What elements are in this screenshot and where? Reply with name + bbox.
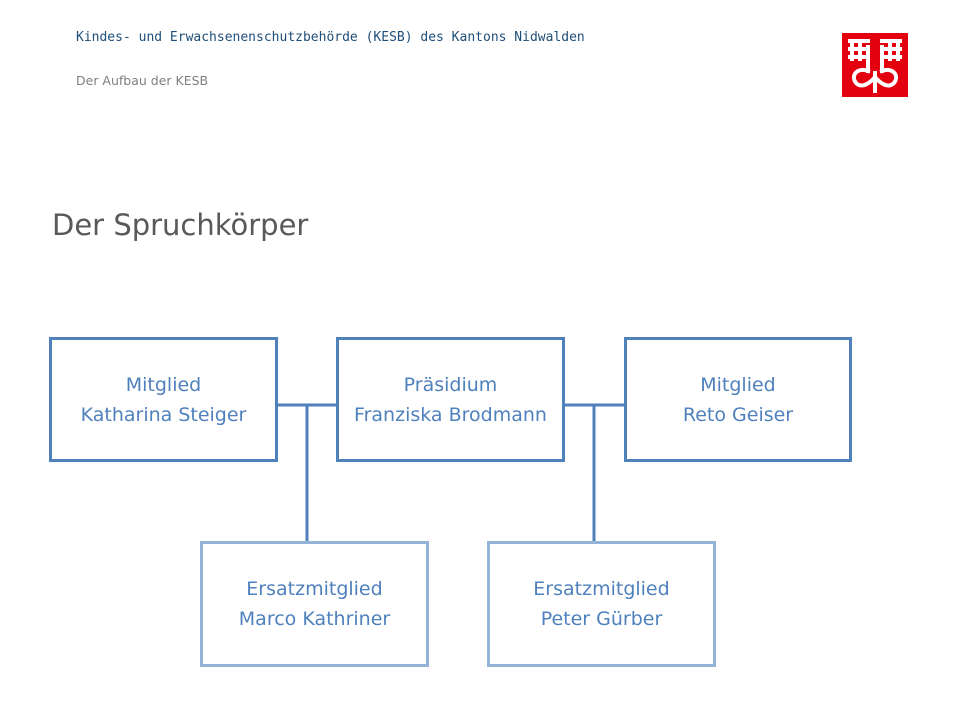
president-box: Präsidium Franziska Brodmann (336, 337, 565, 462)
substitute-name: Marco Kathriner (238, 608, 391, 630)
president-name: Franziska Brodmann (354, 403, 547, 426)
substitute-box-right: Ersatzmitglied Peter Gürber (487, 541, 716, 667)
member-box-right: Mitglied Reto Geiser (624, 337, 852, 462)
header-subtitle: Der Aufbau der KESB (76, 73, 209, 88)
substitute-name: Peter Gürber (540, 608, 663, 630)
member-box-left: Mitglied Katharina Steiger (49, 337, 278, 462)
member-name: Reto Geiser (682, 403, 794, 426)
substitute-role: Ersatzmitglied (246, 578, 383, 600)
member-name: Katharina Steiger (80, 403, 247, 426)
slide-title: Der Spruchkörper (52, 208, 309, 242)
header-title: Kindes- und Erwachsenenschutzbehörde (KE… (76, 30, 585, 45)
nidwalden-coat-of-arms-icon (842, 33, 908, 97)
member-role: Mitglied (125, 373, 202, 396)
substitute-role: Ersatzmitglied (533, 578, 670, 600)
member-role: Mitglied (700, 373, 776, 396)
president-role: Präsidium (403, 373, 498, 396)
substitute-box-left: Ersatzmitglied Marco Kathriner (200, 541, 429, 667)
